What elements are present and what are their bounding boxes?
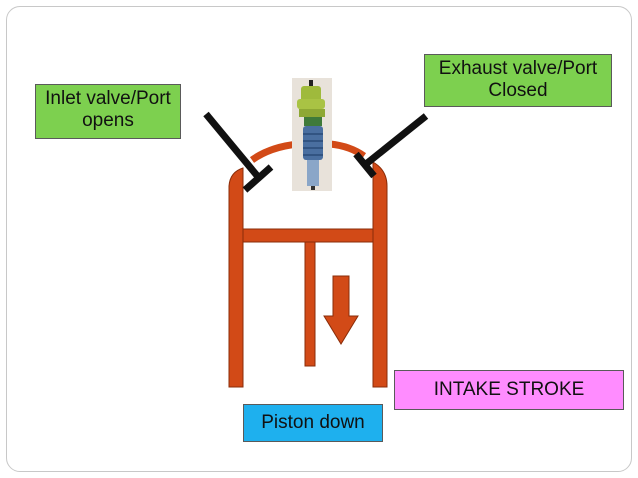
- inlet-label-line1: Inlet valve/Port: [45, 88, 171, 109]
- exhaust-label-line2: Closed: [488, 80, 548, 101]
- piston-label: Piston down: [243, 404, 383, 442]
- exhaust-valve-label: Exhaust valve/Port Closed: [424, 54, 612, 107]
- inlet-valve-label: Inlet valve/Port opens: [35, 84, 181, 139]
- cylinder-head-right: [329, 140, 367, 159]
- exhaust-label-line1: Exhaust valve/Port: [438, 58, 598, 79]
- inlet-label-line2: opens: [82, 110, 134, 131]
- cylinder-left-wall: [228, 167, 244, 388]
- arrow-down-icon: [323, 275, 359, 345]
- cylinder-head-left: [249, 140, 299, 163]
- cylinder-right-wall: [372, 161, 388, 388]
- spark-plug-icon: [292, 78, 332, 191]
- exhaust-valve: [353, 113, 429, 179]
- stroke-label: INTAKE STROKE: [394, 370, 624, 410]
- connecting-rod: [304, 241, 316, 367]
- piston-crown: [242, 228, 374, 243]
- inlet-valve: [203, 111, 274, 193]
